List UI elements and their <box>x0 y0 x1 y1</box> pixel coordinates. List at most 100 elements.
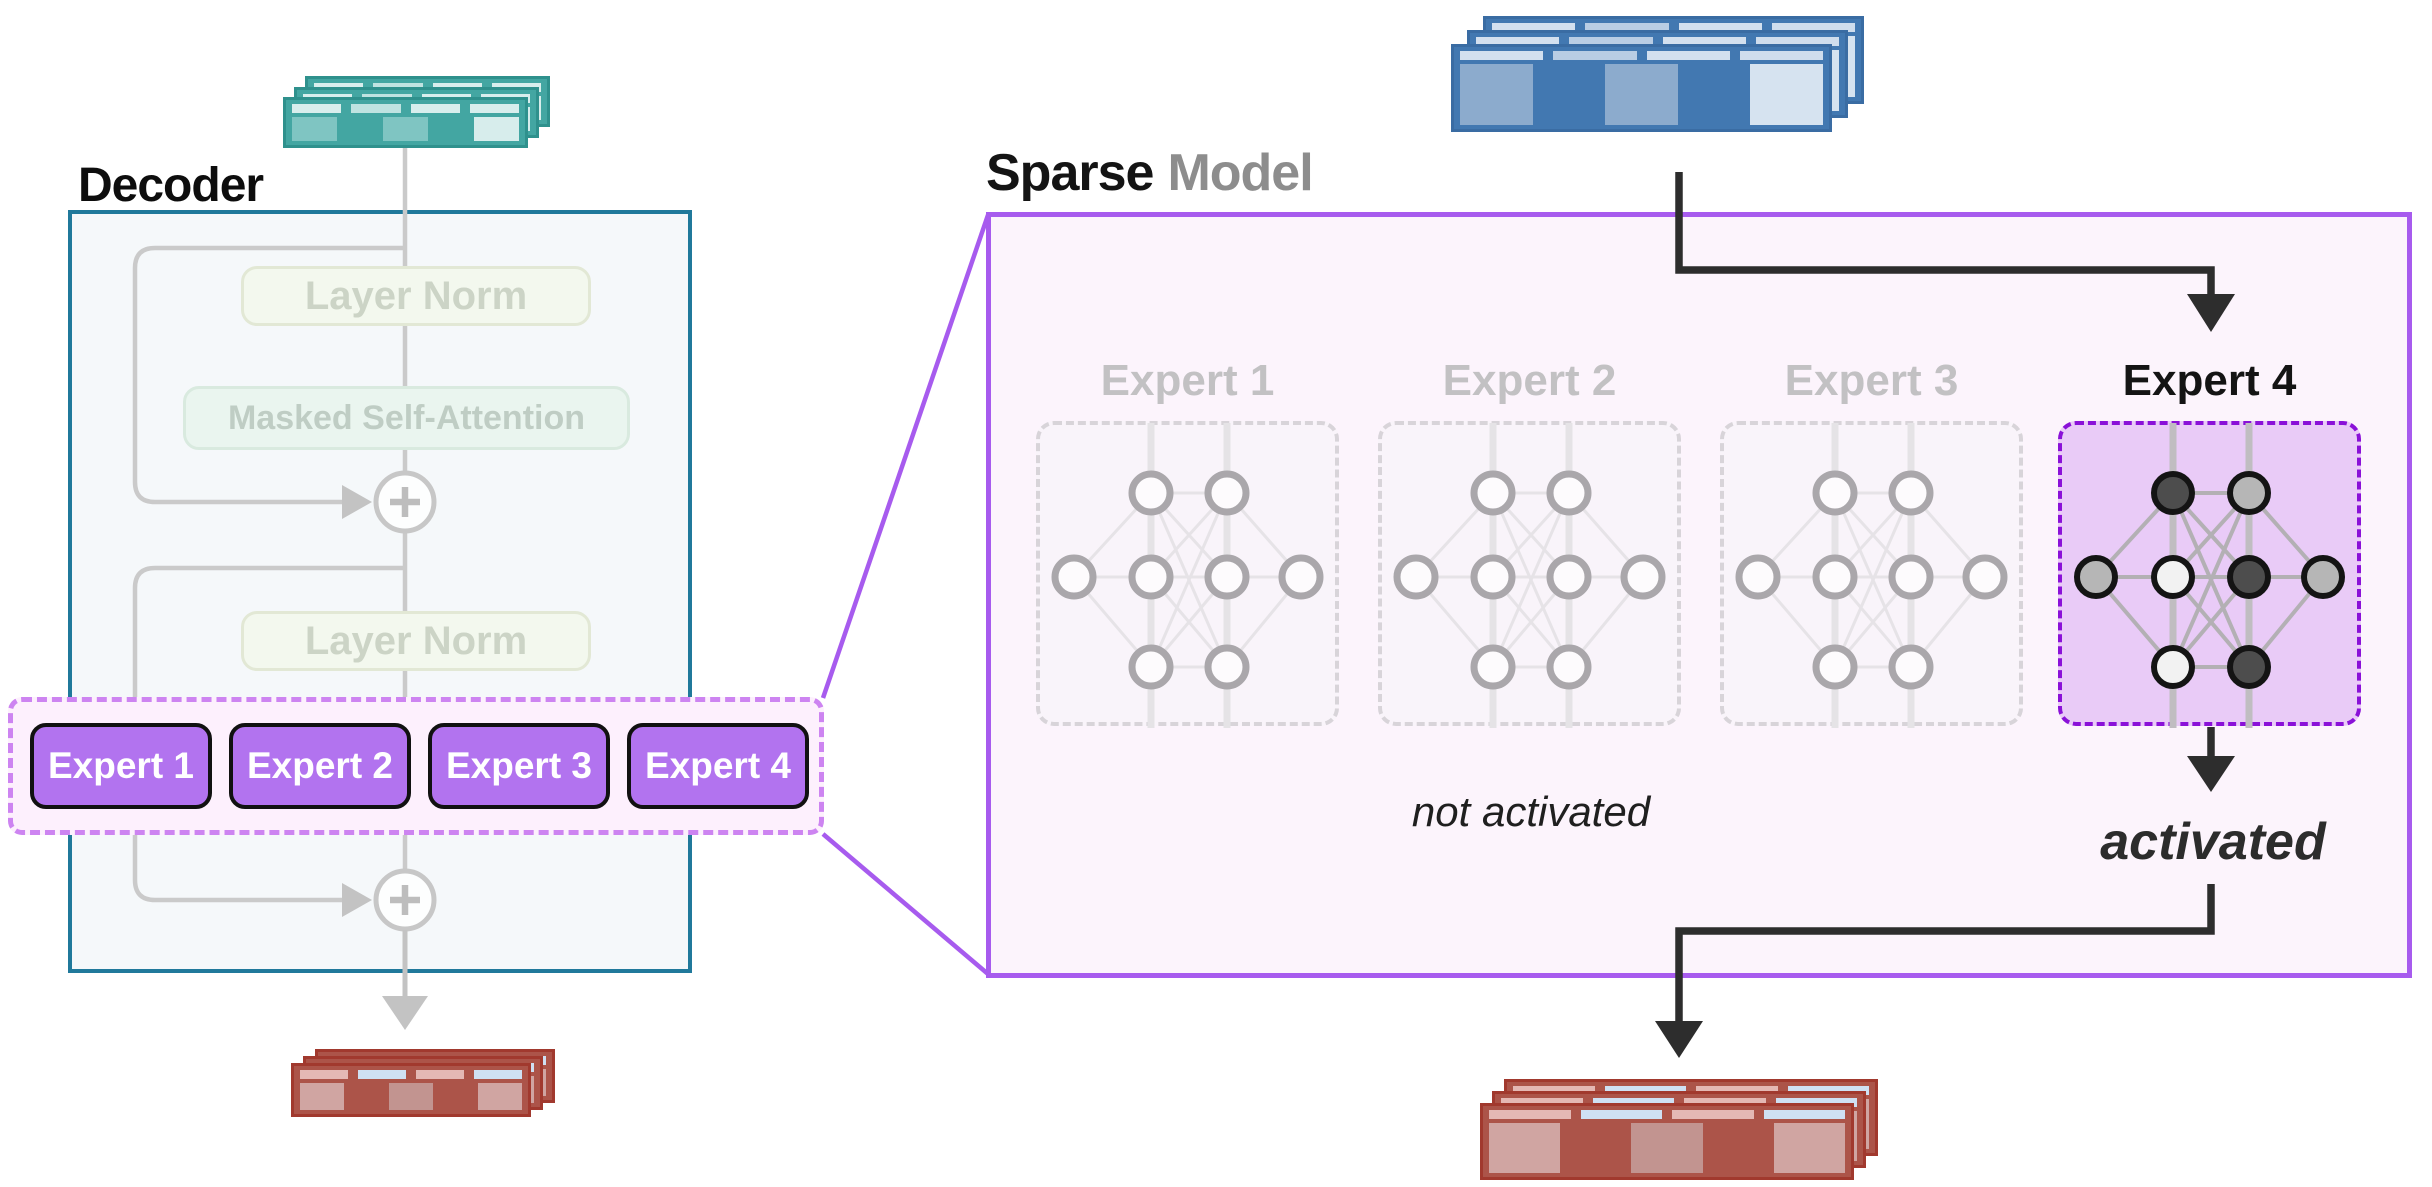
layer-norm-2-block: Layer Norm <box>241 611 591 671</box>
network-node-left_mid <box>1128 554 1174 600</box>
token-stack-sparse-input <box>1451 16 1931 141</box>
token-strip <box>1684 1098 1766 1107</box>
expert-1-button: Expert 1 <box>30 723 212 809</box>
decoder-title: Decoder <box>78 159 264 212</box>
token-stack-decoder-input <box>283 76 573 156</box>
token-strip <box>1696 1086 1778 1095</box>
network-node-left_top <box>1128 470 1174 516</box>
arrowhead-down-icon <box>1655 1021 1703 1058</box>
token-strip <box>1489 1110 1571 1119</box>
token-cell <box>473 117 520 141</box>
token-strip <box>1585 23 1669 32</box>
token-cell <box>388 1083 434 1110</box>
token-strip <box>358 1070 406 1079</box>
token-strip <box>1672 1110 1754 1119</box>
token-strip-row <box>1492 23 1855 32</box>
expert-1-heading: Expert 1 <box>1100 356 1275 405</box>
token-strip <box>1771 23 1855 32</box>
expert-3-heading: Expert 3 <box>1784 356 1959 405</box>
network-node-input <box>1051 554 1097 600</box>
token-cell <box>477 1083 523 1110</box>
network-node-left_bottom <box>1470 644 1516 690</box>
network-node-right_bottom <box>2227 645 2271 689</box>
expert-4-button: Expert 4 <box>627 723 809 809</box>
token-strip <box>1580 1110 1662 1119</box>
token-strip <box>1492 23 1576 32</box>
expert-4-heading: Expert 4 <box>2122 356 2297 405</box>
expert-3-button: Expert 3 <box>428 723 610 809</box>
token-cell <box>1750 64 1823 125</box>
token-strip <box>1787 1086 1869 1095</box>
expert-4-box <box>2058 421 2361 728</box>
token-cell <box>1460 64 1533 125</box>
token-strip <box>1513 1086 1595 1095</box>
token-strip <box>1553 51 1637 60</box>
network-node-right_mid <box>1888 554 1934 600</box>
token-card <box>1451 44 1832 132</box>
token-cell <box>1605 64 1678 125</box>
token-cell <box>382 117 429 141</box>
token-cell <box>1560 1123 1632 1173</box>
zoom-lens-line-bottom <box>821 832 990 976</box>
token-stack-decoder-output <box>291 1049 581 1129</box>
expert-2-heading: Expert 2 <box>1442 356 1617 405</box>
token-cell <box>1532 64 1606 125</box>
network-node-left_mid <box>1470 554 1516 600</box>
token-cell <box>1677 64 1751 125</box>
masked-self-attention-block: Masked Self-Attention <box>183 386 630 450</box>
network-node-right_bottom <box>1204 644 1250 690</box>
token-strip-row <box>300 1070 522 1079</box>
network-node-input <box>1393 554 1439 600</box>
network-node-left_top <box>1470 470 1516 516</box>
network-node-output <box>2301 555 2345 599</box>
token-strip <box>292 104 342 113</box>
token-strip <box>1501 1098 1583 1107</box>
token-cell <box>337 117 383 141</box>
network-node-right_bottom <box>1888 644 1934 690</box>
network-node-right_mid <box>1546 554 1592 600</box>
expert-1-box <box>1036 421 1339 728</box>
token-cell <box>428 117 474 141</box>
expert-2-network <box>1393 423 1666 728</box>
network-node-input <box>1735 554 1781 600</box>
network-node-left_bottom <box>2151 645 2195 689</box>
network-node-left_mid <box>2151 555 2195 599</box>
token-cell-row <box>1460 64 1823 125</box>
token-cell <box>433 1083 478 1110</box>
expert-3-box <box>1720 421 2023 728</box>
token-strip <box>416 1070 464 1079</box>
token-strip-row <box>1513 1086 1869 1095</box>
token-strip <box>1569 37 1653 46</box>
token-strip <box>1604 1086 1686 1095</box>
network-node-left_top <box>2151 471 2195 515</box>
network-node-output <box>1278 554 1324 600</box>
network-node-left_bottom <box>1128 644 1174 690</box>
not-activated-caption: not activated <box>1411 788 1651 835</box>
network-node-output <box>1620 554 1666 600</box>
token-strip <box>300 1070 348 1079</box>
network-node-left_mid <box>1812 554 1858 600</box>
token-strip <box>1460 51 1544 60</box>
sparse-title-word: Sparse <box>986 144 1154 202</box>
token-strip <box>1763 1110 1845 1119</box>
token-card <box>291 1063 531 1117</box>
token-cell <box>1773 1123 1846 1173</box>
token-card <box>1480 1103 1854 1180</box>
token-strip <box>351 104 401 113</box>
network-node-right_bottom <box>1546 644 1592 690</box>
token-cell <box>292 117 338 141</box>
token-stack-sparse-output <box>1480 1079 1910 1184</box>
token-strip <box>410 104 460 113</box>
activated-caption: activated <box>2100 813 2326 871</box>
network-node-right_top <box>1888 470 1934 516</box>
token-cell <box>1489 1123 1561 1173</box>
network-node-left_bottom <box>1812 644 1858 690</box>
token-strip-row <box>1460 51 1823 60</box>
network-node-output <box>1962 554 2008 600</box>
network-node-left_top <box>1812 470 1858 516</box>
token-cell-row <box>300 1083 523 1110</box>
token-strip <box>1755 37 1839 46</box>
token-strip <box>1476 37 1560 46</box>
token-cell <box>344 1083 389 1110</box>
